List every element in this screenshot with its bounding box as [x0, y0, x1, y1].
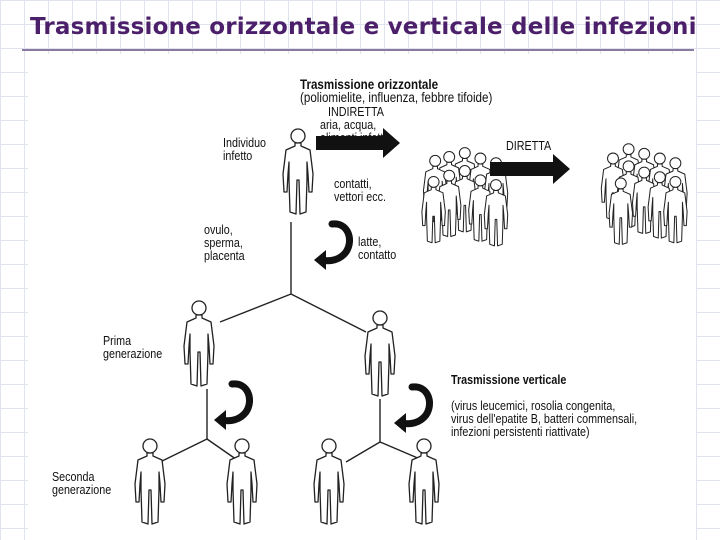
transmission-diagram: Trasmissione orizzontale (poliomielite, … [28, 54, 696, 540]
vertical-examples: (virus leucemici, rosolia congenita, vir… [451, 399, 638, 439]
contacts-vectors-label: contatti, vettori ecc. [334, 177, 386, 204]
second-generation-person-1-icon [134, 438, 166, 525]
first-generation-person-right-icon [364, 310, 396, 397]
first-generation-label: Prima generazione [103, 334, 163, 361]
second-generation-person-2-icon [226, 438, 258, 525]
horizontal-heading: Trasmissione orizzontale (poliomielite, … [300, 65, 493, 105]
milk-contact-label: latte, contatto [358, 235, 397, 262]
second-generation-label: Seconda generazione [52, 470, 112, 497]
curl-arrow-right-icon [394, 387, 430, 433]
indirect-arrow-icon [316, 128, 400, 158]
vertical-heading: Trasmissione verticale [451, 373, 567, 387]
curl-arrow-icon [314, 224, 350, 270]
vertical-transmission-block: Trasmissione verticale (virus leucemici,… [451, 361, 637, 452]
second-generation-person-3-icon [313, 438, 345, 525]
indirect-detail: aria, acqua, alimenti infetti [320, 118, 386, 145]
indirect-title: INDIRETTA [328, 105, 384, 119]
crowd-direct-icon [600, 143, 688, 245]
title-divider [22, 49, 694, 51]
second-generation-person-4-icon [408, 438, 440, 525]
diagram-graphics [134, 128, 688, 525]
lineage-tree-lines [155, 222, 421, 465]
curl-arrow-left-icon [214, 384, 250, 430]
infected-individual-label: Individuo infetto [223, 136, 267, 163]
infected-person-icon [282, 128, 314, 215]
horizontal-examples: (poliomielite, influenza, febbre tifoide… [300, 90, 493, 105]
horizontal-heading-title: Trasmissione orizzontale [300, 77, 439, 92]
direct-label: DIRETTA [506, 139, 552, 153]
slide-title: Trasmissione orizzontale e verticale del… [30, 14, 697, 40]
ovule-sperm-placenta-label: ovulo, sperma, placenta [204, 223, 245, 263]
direct-arrow-icon [490, 154, 570, 184]
first-generation-person-left-icon [183, 300, 215, 387]
